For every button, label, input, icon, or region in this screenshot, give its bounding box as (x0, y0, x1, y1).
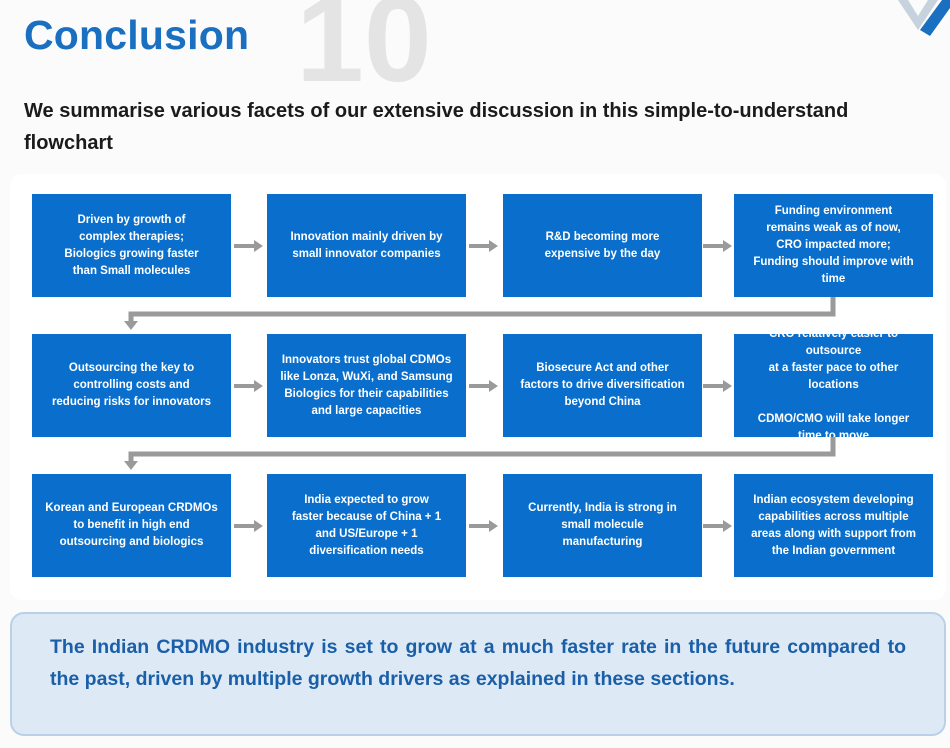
flow-box-2-1: Outsourcing the key to controlling costs… (32, 334, 231, 437)
flow-box-2-4: CRO relatively easier to outsource at a … (734, 328, 933, 442)
flow-box-1-2: Innovation mainly driven by small innova… (267, 194, 466, 297)
flow-box-1-1: Driven by growth of complex therapies; B… (32, 194, 231, 297)
arrow-right-icon (703, 380, 732, 392)
page-title: Conclusion (24, 12, 250, 58)
flow-box-2-3: Biosecure Act and other factors to drive… (503, 334, 702, 437)
arrow-right-icon (469, 380, 498, 392)
arrow-right-icon (234, 520, 263, 532)
flow-box-1-3: R&D becoming more expensive by the day (503, 194, 702, 297)
flow-box-3-3: Currently, India is strong in small mole… (503, 474, 702, 577)
brand-logo-icon (898, 0, 950, 36)
flow-box-3-2: India expected to grow faster because of… (267, 474, 466, 577)
page-subtitle: We summarise various facets of our exten… (24, 100, 849, 154)
arrow-right-icon (703, 240, 732, 252)
arrow-right-icon (703, 520, 732, 532)
flow-box-3-4: Indian ecosystem developing capabilities… (734, 474, 933, 577)
flow-box-1-4: Funding environment remains weak as of n… (734, 194, 933, 297)
arrow-right-icon (469, 240, 498, 252)
flow-box-2-2: Innovators trust global CDMOs like Lonza… (267, 334, 466, 437)
conclusion-callout: The Indian CRDMO industry is set to grow… (10, 612, 946, 736)
arrow-right-icon (469, 520, 498, 532)
arrow-right-icon (234, 240, 263, 252)
flow-box-3-1: Korean and European CRDMOs to benefit in… (32, 474, 231, 577)
section-number: 10 (296, 0, 432, 107)
arrow-right-icon (234, 380, 263, 392)
